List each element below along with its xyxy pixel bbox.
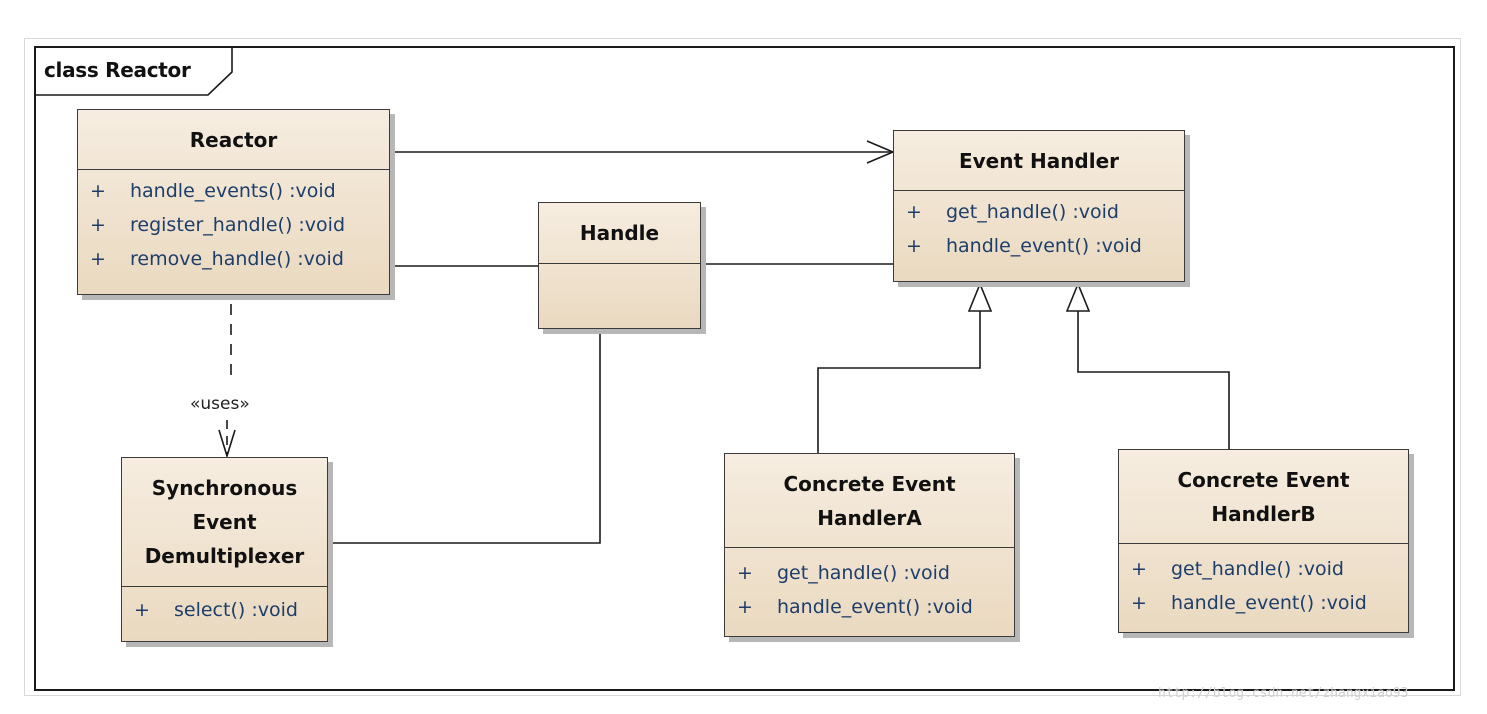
event-handler-op-handle-event: +handle_event() :void: [906, 235, 1142, 257]
handle-class[interactable]: Handle: [538, 202, 701, 329]
reactor-class-name: Reactor: [78, 110, 389, 170]
event-handler-operations: +get_handle() :void +handle_event() :voi…: [894, 191, 1184, 263]
dependency-arrowhead: [218, 429, 236, 459]
concrete-handler-b-class-name: Concrete Event HandlerB: [1119, 450, 1408, 544]
sync-demux-class-name: Synchronous Event Demultiplexer: [122, 458, 327, 587]
sync-demux-op-select: +select() :void: [134, 599, 298, 621]
handle-class-name: Handle: [539, 203, 700, 264]
concrete-handler-b-class[interactable]: Concrete Event HandlerB +get_handle() :v…: [1118, 449, 1409, 633]
frame-tab-outline: [35, 47, 233, 96]
watermark-text: http://blog.csdn.net/zhangxiao93: [1158, 686, 1409, 701]
concrete-a-op-handle-event: +handle_event() :void: [737, 596, 973, 618]
reactor-class[interactable]: Reactor +handle_events() :void +register…: [77, 109, 390, 295]
event-handler-class[interactable]: Event Handler +get_handle() :void +handl…: [893, 130, 1185, 282]
concrete-b-op-get-handle: +get_handle() :void: [1131, 558, 1344, 580]
generalization-b-triangle: [1065, 281, 1091, 312]
handle-demux-line: [328, 331, 601, 544]
generalization-a-line: [817, 311, 981, 453]
event-handler-op-get-handle: +get_handle() :void: [906, 201, 1119, 223]
uses-stereotype-label: «uses»: [190, 394, 250, 414]
generalization-b-line: [1077, 311, 1230, 449]
event-handler-class-name: Event Handler: [894, 131, 1184, 191]
sync-demux-operations: +select() :void: [122, 587, 327, 627]
concrete-b-op-handle-event: +handle_event() :void: [1131, 592, 1367, 614]
concrete-handler-a-operations: +get_handle() :void +handle_event() :voi…: [725, 548, 1014, 624]
generalization-a-triangle: [967, 281, 993, 312]
concrete-handler-a-class[interactable]: Concrete Event HandlerA +get_handle() :v…: [724, 453, 1015, 637]
concrete-a-op-get-handle: +get_handle() :void: [737, 562, 950, 584]
concrete-handler-a-class-name: Concrete Event HandlerA: [725, 454, 1014, 548]
concrete-handler-b-operations: +get_handle() :void +handle_event() :voi…: [1119, 544, 1408, 620]
reactor-op-register-handle: +register_handle() :void: [90, 214, 346, 236]
diagram-frame: [34, 46, 1455, 691]
outer-border: [24, 38, 1461, 696]
frame-title: class Reactor: [44, 58, 191, 82]
reactor-op-remove-handle: +remove_handle() :void: [90, 248, 344, 270]
reactor-op-handle-events: +handle_events() :void: [90, 180, 336, 202]
sync-demux-class[interactable]: Synchronous Event Demultiplexer +select(…: [121, 457, 328, 642]
reactor-operations: +handle_events() :void +register_handle(…: [78, 170, 389, 276]
